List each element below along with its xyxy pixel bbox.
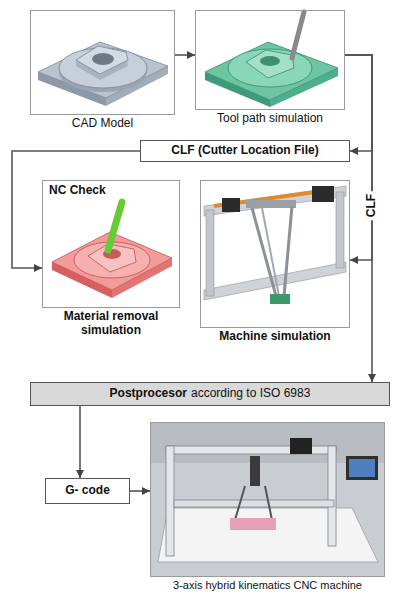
image-caption: Machine simulation bbox=[201, 330, 349, 344]
cnc-machine-photo-part bbox=[151, 423, 384, 576]
image-caption: 3-axis hybrid kinematics CNC machine bbox=[151, 579, 384, 592]
image-frame: NC CheckMaterial removal simulation bbox=[42, 180, 180, 308]
flow-arrow bbox=[175, 54, 195, 56]
tool-path-illustration-part bbox=[260, 56, 280, 66]
tool-path-illustration-part bbox=[228, 49, 312, 87]
cnc-machine-photo-part bbox=[346, 456, 378, 480]
cnc-machine-photo-part bbox=[158, 508, 378, 562]
tool-path-illustration-part bbox=[205, 42, 338, 100]
image-caption: Material removal simulation bbox=[43, 310, 179, 338]
material-removal-illustration bbox=[52, 202, 172, 298]
machine-simulation-illustration-part bbox=[204, 186, 346, 216]
image-caption: Tool path simulation bbox=[196, 112, 344, 126]
cnc-machine-photo bbox=[151, 423, 384, 576]
cad-model-illustration-part bbox=[38, 42, 168, 98]
box-label: CLF (Cutter Location File) bbox=[171, 144, 318, 158]
machine-simulation-illustration-part bbox=[246, 200, 296, 208]
box-label: Postprocesor bbox=[110, 387, 187, 401]
cnc-machine-photo-part bbox=[328, 446, 336, 546]
flow-arrow bbox=[79, 406, 81, 478]
machine-simulation-illustration-part bbox=[222, 198, 240, 212]
photo-frame: 3-axis hybrid kinematics CNC machine bbox=[150, 422, 385, 577]
machine-simulation-illustration-part bbox=[206, 210, 214, 296]
machine-simulation-illustration-part bbox=[284, 206, 292, 296]
cad-model-illustration-part bbox=[92, 53, 114, 65]
cnc-machine-photo-part bbox=[230, 518, 276, 530]
cnc-machine-photo-part bbox=[265, 486, 272, 520]
cnc-machine-photo-part bbox=[235, 486, 245, 520]
process-box: G- code bbox=[45, 478, 130, 504]
cad-model-illustration-part bbox=[76, 46, 128, 80]
tool-path-illustration-part bbox=[246, 50, 294, 78]
flow-arrow bbox=[130, 490, 150, 492]
flow-arrow bbox=[12, 151, 140, 268]
box-label: G- code bbox=[65, 484, 110, 498]
image-tag: NC Check bbox=[49, 184, 106, 198]
box-label: according to ISO 6983 bbox=[191, 387, 310, 401]
process-box: CLF (Cutter Location File) bbox=[140, 140, 350, 162]
image-caption: CAD Model bbox=[31, 117, 174, 131]
image-frame: CAD Model bbox=[30, 10, 175, 115]
cad-model-illustration bbox=[38, 42, 168, 106]
cnc-machine-photo-part bbox=[349, 459, 375, 477]
tool-path-illustration bbox=[205, 12, 338, 107]
process-box: Postprocesor according to ISO 6983 bbox=[30, 382, 390, 406]
machine-simulation-illustration-part bbox=[312, 186, 334, 202]
cnc-machine-photo-part bbox=[250, 456, 260, 486]
flow-arrow bbox=[345, 55, 372, 151]
machine-simulation-illustration-part bbox=[262, 208, 279, 296]
material-removal-illustration-part bbox=[108, 202, 122, 250]
machine-simulation-illustration-part bbox=[336, 192, 344, 268]
cnc-machine-photo-part bbox=[166, 446, 174, 556]
cnc-machine-photo-part bbox=[290, 438, 312, 454]
cnc-machine-photo-part bbox=[174, 500, 334, 507]
tool-path-illustration-part bbox=[292, 12, 304, 58]
image-frame: Tool path simulation bbox=[195, 10, 345, 110]
cad-model-illustration-part bbox=[76, 46, 128, 74]
image-frame: Machine simulation bbox=[200, 180, 350, 328]
machine-simulation-illustration bbox=[204, 186, 346, 304]
machine-simulation-illustration-part bbox=[270, 294, 290, 304]
connector-label: CLF bbox=[365, 191, 378, 220]
